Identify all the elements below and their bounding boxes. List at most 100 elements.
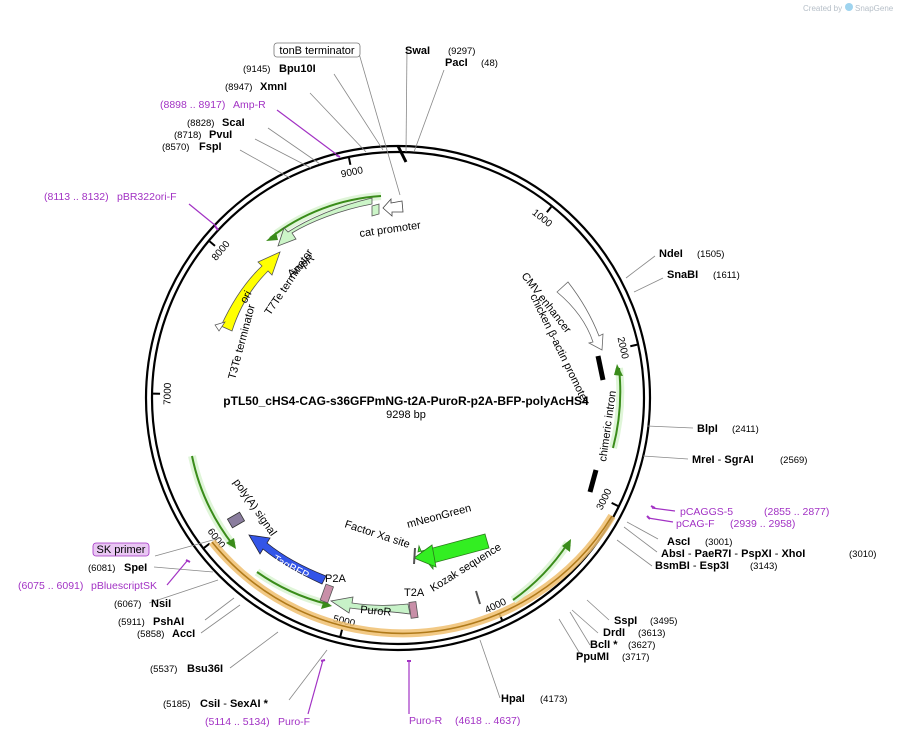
- site-absi-pos: (3010): [849, 549, 876, 560]
- site-xhoi[interactable]: XhoI: [781, 548, 805, 560]
- site-ndei-pos: (1505): [697, 249, 724, 260]
- primer-puror-range: (4618 .. 4637): [455, 715, 520, 727]
- left-ring-line: [191, 455, 234, 546]
- tonb-terminator-box[interactable]: [273, 42, 361, 58]
- site-bcli[interactable]: BclI: [590, 639, 610, 651]
- scale-tick: [630, 343, 638, 348]
- site-absi-line[interactable]: AbsI - PaeR7I - PspXI - XhoI: [661, 548, 805, 560]
- primer-purof-range: (5114 .. 5134): [205, 716, 270, 728]
- site-spei[interactable]: SpeI: [124, 562, 147, 574]
- factor-xa-site-label: Factor Xa site: [343, 518, 411, 550]
- site-mrei-sep: -: [715, 454, 725, 466]
- site-absi-sep3: -: [772, 548, 782, 560]
- site-paci-pos: (48): [481, 58, 498, 69]
- t2a-block[interactable]: [408, 601, 419, 619]
- site-csii[interactable]: CsiI: [200, 698, 220, 710]
- site-mrei[interactable]: MreI: [692, 454, 715, 466]
- arrow-head-top: [266, 232, 278, 241]
- cmv-enhancer-arrow[interactable]: [556, 281, 604, 351]
- chimeric-black-mark: [587, 469, 599, 493]
- site-mrei-pos: (2569): [780, 455, 807, 466]
- site-asci[interactable]: AscI: [667, 536, 690, 548]
- site-esp3i[interactable]: Esp3I: [700, 560, 729, 572]
- plasmid-size: 9298 bp: [386, 409, 426, 421]
- site-bpu10i[interactable]: Bpu10I: [279, 63, 316, 75]
- primer-puror[interactable]: Puro-R: [409, 715, 443, 727]
- site-paer7i[interactable]: PaeR7I: [695, 548, 732, 560]
- p2a-block[interactable]: [319, 583, 335, 604]
- site-fspi[interactable]: FspI: [199, 141, 222, 153]
- site-ppumi[interactable]: PpuMI: [576, 651, 609, 663]
- primer-ampr[interactable]: Amp-R: [233, 99, 266, 111]
- ori-arrow[interactable]: [220, 251, 281, 332]
- plasmid-name: pTL50_cHS4-CAG-s36GFPmNG-t2A-PuroR-p2A-B…: [223, 394, 589, 408]
- primer-purof[interactable]: Puro-F: [278, 716, 310, 728]
- scale-ticks: [153, 145, 638, 637]
- polya-signal-label: poly(A) signal: [231, 477, 279, 538]
- site-xmni[interactable]: XmnI: [260, 81, 287, 93]
- site-nsii[interactable]: NsiI: [151, 598, 171, 610]
- t2a-label: T2A: [404, 587, 425, 599]
- primer-pcaggs5-range: (2855 .. 2877): [764, 506, 829, 518]
- site-bsmbi-sep: -: [690, 560, 700, 572]
- primer-leader-lines: [166, 109, 676, 715]
- site-blpi[interactable]: BlpI: [697, 423, 718, 435]
- primer-pbluescriptsk[interactable]: pBluescriptSK: [91, 580, 157, 592]
- puror-arrow[interactable]: [329, 596, 411, 615]
- site-absi-sep1: -: [685, 548, 695, 560]
- primer-marks: [185, 154, 656, 662]
- scale-tick: [611, 502, 619, 507]
- site-bsmbi-line[interactable]: BsmBI - Esp3I: [655, 560, 729, 572]
- site-sexai[interactable]: SexAI: [230, 698, 261, 710]
- site-scai[interactable]: ScaI: [222, 117, 245, 129]
- site-pvui[interactable]: PvuI: [209, 129, 232, 141]
- site-csii-line[interactable]: CsiI - SexAI *: [200, 698, 269, 710]
- site-acci[interactable]: AccI: [172, 628, 195, 640]
- scale-tick: [348, 157, 352, 166]
- site-leader-lines: [148, 47, 694, 701]
- primer-pcagf-range: (2939 .. 2958): [730, 518, 795, 530]
- site-sgrai[interactable]: SgrAI: [724, 454, 753, 466]
- site-swai-pos: (9297): [448, 46, 475, 57]
- polya-signal-block[interactable]: [226, 511, 246, 529]
- site-drdi[interactable]: DrdI: [603, 627, 625, 639]
- cat-promoter-arrow[interactable]: [382, 197, 404, 217]
- site-csii-pos: (5185): [163, 699, 190, 710]
- site-sexai-star: *: [261, 698, 269, 710]
- scale-tick: [208, 240, 216, 247]
- left-ring-arrow-head: [226, 538, 236, 549]
- primer-pcaggs5[interactable]: pCAGGS-5: [680, 506, 733, 518]
- primer-pbr322ori[interactable]: pBR322ori-F: [117, 191, 177, 203]
- site-bcli-line[interactable]: BclI *: [590, 639, 618, 651]
- site-bsmbi[interactable]: BsmBI: [655, 560, 690, 572]
- site-ndei[interactable]: NdeI: [659, 248, 683, 260]
- site-mrei-line[interactable]: MreI - SgrAI: [692, 454, 754, 466]
- site-ppumi-pos: (3717): [622, 652, 649, 663]
- site-paci[interactable]: PacI: [445, 57, 468, 69]
- site-swai[interactable]: SwaI: [405, 45, 430, 57]
- site-bsu36i-pos: (5537): [150, 664, 177, 675]
- site-fspi-pos: (8570): [162, 142, 189, 153]
- site-bsu36i[interactable]: Bsu36I: [187, 663, 223, 675]
- primer-pcagf[interactable]: pCAG-F: [676, 518, 715, 530]
- tonb-terminator-label: tonB terminator: [279, 45, 355, 57]
- site-csii-sep: -: [220, 698, 230, 710]
- ampr-arrow[interactable]: [277, 197, 373, 247]
- site-absi[interactable]: AbsI: [661, 548, 685, 560]
- p2a-label: P2A: [325, 573, 346, 585]
- tagbfp-arrow[interactable]: [248, 534, 327, 585]
- site-snabi[interactable]: SnaBI: [667, 269, 698, 281]
- site-xmni-pos: (8947): [225, 82, 252, 93]
- sk-primer-box[interactable]: [92, 542, 150, 557]
- site-sspi[interactable]: SspI: [614, 615, 637, 627]
- site-hpai[interactable]: HpaI: [501, 693, 525, 705]
- site-sspi-pos: (3495): [650, 616, 677, 627]
- site-pshai[interactable]: PshAI: [153, 616, 184, 628]
- tick-label-2000: 2000: [615, 336, 631, 361]
- site-drdi-pos: (3613): [638, 628, 665, 639]
- site-pspxi[interactable]: PspXI: [741, 548, 772, 560]
- site-snabi-pos: (1611): [713, 270, 740, 281]
- site-blpi-pos: (2411): [732, 424, 759, 435]
- primer-ampr-range: (8898 .. 8917): [160, 99, 225, 111]
